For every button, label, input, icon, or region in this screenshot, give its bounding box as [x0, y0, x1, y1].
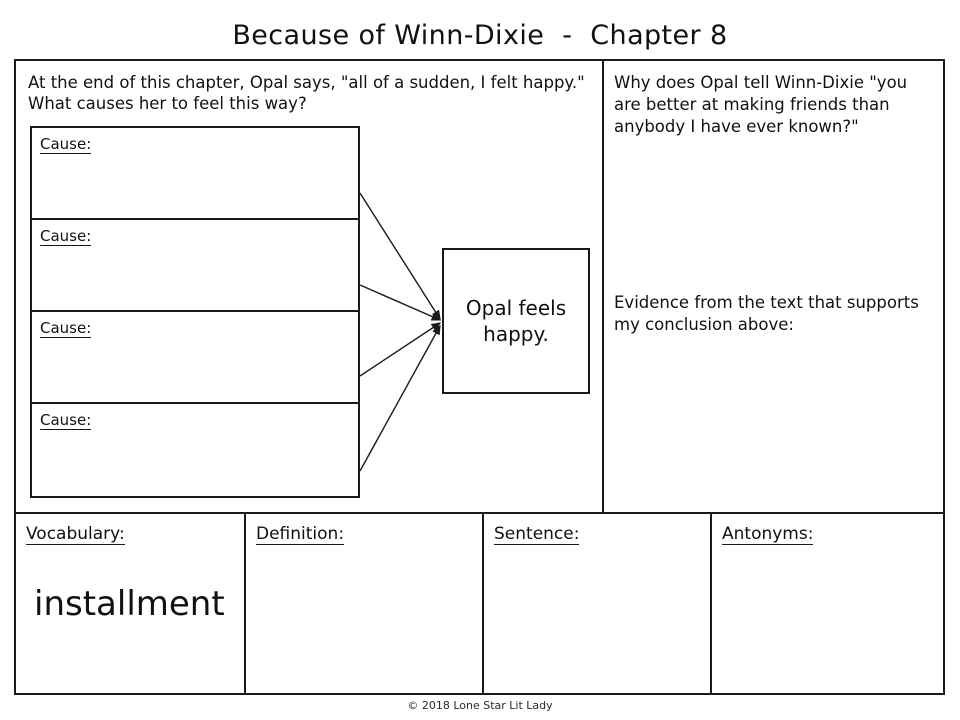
- cause-effect-prompt: At the end of this chapter, Opal says, "…: [28, 73, 585, 113]
- cause-label: Cause:: [40, 227, 92, 246]
- right-panel-evidence-prompt: Evidence from the text that supports my …: [614, 293, 919, 334]
- vocabulary-cell-antonyms[interactable]: Antonyms:: [712, 514, 943, 693]
- vocabulary-heading: Vocabulary:: [26, 524, 125, 545]
- antonyms-heading: Antonyms:: [722, 524, 814, 545]
- cause-box-1[interactable]: Cause:: [32, 128, 358, 220]
- vocabulary-cell-definition[interactable]: Definition:: [246, 514, 484, 693]
- footer-credit: © 2018 Lone Star Lit Lady: [407, 699, 553, 712]
- vocabulary-row: Vocabulary: installment Definition: Sent…: [16, 514, 943, 693]
- cause-box-4[interactable]: Cause:: [32, 404, 358, 496]
- cause-box-3[interactable]: Cause:: [32, 312, 358, 404]
- arrow-from-cause-3: [359, 322, 442, 377]
- page-title: Because of Winn-Dixie - Chapter 8: [232, 20, 728, 51]
- arrow-from-cause-4: [359, 324, 441, 472]
- upper-region: At the end of this chapter, Opal says, "…: [16, 61, 943, 512]
- cause-label: Cause:: [40, 319, 92, 338]
- section-divider-horizontal: [16, 512, 943, 514]
- effect-text: Opal feels happy.: [465, 296, 567, 346]
- right-panel-question: Why does Opal tell Winn-Dixie "you are b…: [614, 73, 908, 136]
- cause-box-stack: Cause: Cause: Cause: Cause:: [30, 126, 360, 498]
- vocabulary-cell-word[interactable]: Vocabulary: installment: [16, 514, 246, 693]
- arrow-from-cause-1: [359, 192, 441, 321]
- sentence-heading: Sentence:: [494, 524, 580, 545]
- cause-box-2[interactable]: Cause:: [32, 220, 358, 312]
- cause-label: Cause:: [40, 411, 92, 430]
- cause-label: Cause:: [40, 135, 92, 154]
- panel-divider-vertical: [602, 61, 604, 512]
- effect-box: Opal feels happy.: [442, 248, 590, 394]
- definition-heading: Definition:: [256, 524, 345, 545]
- vocabulary-word-value: installment: [34, 584, 225, 624]
- vocabulary-cell-sentence[interactable]: Sentence:: [484, 514, 712, 693]
- arrow-from-cause-2: [359, 284, 442, 321]
- worksheet-frame: At the end of this chapter, Opal says, "…: [14, 59, 945, 695]
